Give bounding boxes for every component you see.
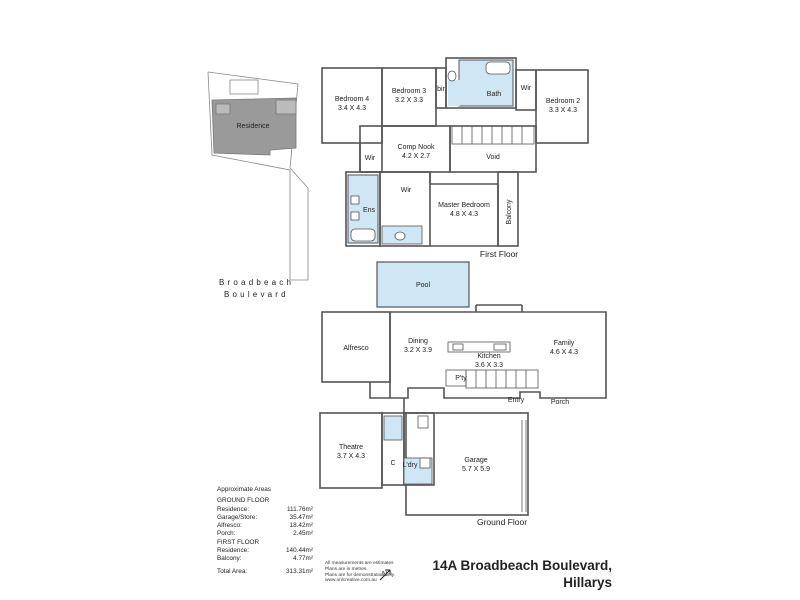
kitchen-island bbox=[447, 341, 511, 353]
bedroom4-label: Bedroom 4 bbox=[335, 96, 369, 103]
void-label: Void bbox=[486, 154, 500, 161]
ground-floor-walls bbox=[319, 304, 607, 516]
dining-label: Dining bbox=[408, 338, 428, 345]
ground-heading: GROUND FLOOR bbox=[217, 497, 270, 505]
theatre-label: Theatre bbox=[339, 444, 363, 451]
kitchen-label: Kitchen bbox=[477, 353, 500, 360]
area-row: Porch:2.45m² bbox=[217, 530, 313, 538]
laundry-label: L'dry bbox=[403, 462, 418, 469]
master-bedroom-label: Master Bedroom bbox=[438, 202, 490, 209]
ensuite-label: Ens bbox=[363, 207, 376, 214]
areas-table: Approximate Areas GROUND FLOOR Residence… bbox=[217, 486, 313, 576]
bedroom4-size: 3.4 X 4.3 bbox=[338, 105, 366, 112]
balcony-label: Balcony bbox=[506, 199, 513, 224]
area-row: Balcony:4.77m² bbox=[217, 555, 313, 563]
washer-icon bbox=[419, 457, 431, 469]
area-row: Residence:111.76m² bbox=[217, 505, 313, 513]
wir-label-3: Wir bbox=[401, 187, 412, 194]
family-label: Family bbox=[554, 340, 575, 347]
comp-nook-label: Comp Nook bbox=[398, 144, 435, 151]
bedroom3-label: Bedroom 3 bbox=[392, 88, 426, 95]
family-size: 4.6 X 4.3 bbox=[550, 349, 578, 356]
kitchen-size: 3.6 X 3.3 bbox=[475, 362, 503, 369]
bedroom3-size: 3.2 X 3.3 bbox=[395, 97, 423, 104]
pantry-label: P'ty bbox=[455, 375, 467, 382]
area-row: Residence:140.44m² bbox=[217, 547, 313, 555]
dining-size: 3.2 X 3.9 bbox=[404, 347, 432, 354]
basin-icon bbox=[350, 211, 360, 221]
pool-shape bbox=[376, 261, 470, 308]
entry-label: Entry bbox=[508, 397, 525, 404]
pool-label: Pool bbox=[416, 282, 430, 289]
north-label: N bbox=[382, 571, 387, 578]
address-line2: Hillarys bbox=[563, 575, 612, 590]
bedroom2-size: 3.3 X 4.3 bbox=[549, 107, 577, 114]
cooktop-icon bbox=[493, 343, 507, 351]
wir-label-2: Wir bbox=[365, 155, 376, 162]
site-residence-shape bbox=[211, 97, 297, 156]
first-floor-title: First Floor bbox=[480, 249, 518, 259]
toilet-icon bbox=[394, 231, 406, 241]
property-address: 14A Broadbeach Boulevard, Hillarys bbox=[432, 557, 612, 591]
ground-floor-stairs bbox=[465, 369, 539, 389]
bathtub-icon bbox=[485, 61, 511, 75]
area-row: Garage/Store:35.47m² bbox=[217, 513, 313, 521]
wir-label-1: Wir bbox=[521, 85, 532, 92]
comp-nook-size: 4.2 X 2.7 bbox=[402, 153, 430, 160]
site-plan bbox=[207, 71, 309, 281]
garage-size: 5.7 X 5.9 bbox=[462, 466, 490, 473]
area-row: Alfresco:18.42m² bbox=[217, 522, 313, 530]
master-bedroom-size: 4.8 X 4.3 bbox=[450, 211, 478, 218]
porch-label: Porch bbox=[551, 399, 569, 406]
theatre-size: 3.7 X 4.3 bbox=[337, 453, 365, 460]
site-residence-label: Residence bbox=[236, 123, 269, 130]
street-line1: Broadbeach bbox=[219, 278, 295, 287]
bath-label: Bath bbox=[487, 91, 502, 98]
ground-floor-title: Ground Floor bbox=[477, 517, 527, 527]
cupboard-label: C bbox=[390, 460, 395, 467]
toilet-icon bbox=[447, 70, 457, 82]
bir-label: bir bbox=[437, 86, 445, 93]
bathtub-icon bbox=[350, 228, 376, 242]
total-area-row: Total Area:313.31m² bbox=[217, 567, 313, 575]
basin-icon bbox=[350, 195, 360, 205]
sink-icon bbox=[452, 343, 464, 351]
areas-title: Approximate Areas bbox=[217, 486, 271, 493]
address-line1: 14A Broadbeach Boulevard, bbox=[432, 558, 612, 573]
garage-label: Garage bbox=[464, 457, 487, 464]
alfresco-label: Alfresco bbox=[343, 345, 368, 352]
disclaimer: All measurements are estimates Plans are… bbox=[325, 561, 396, 584]
first-floor-stairs bbox=[451, 125, 535, 145]
street-line2: Boulevard bbox=[224, 290, 289, 299]
bedroom2-label: Bedroom 2 bbox=[546, 98, 580, 105]
first-heading: FIRST FLOOR bbox=[217, 538, 260, 546]
north-arrow-icon bbox=[379, 569, 391, 581]
